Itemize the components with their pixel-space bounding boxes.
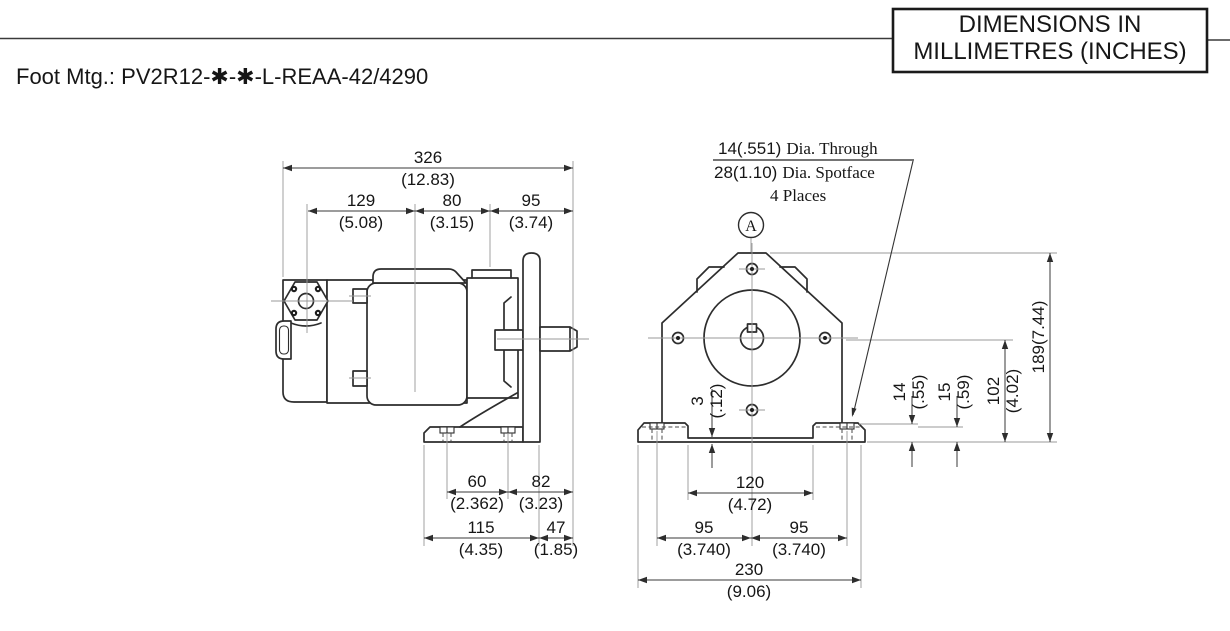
- side-view-dimension-lines: [283, 164, 573, 542]
- front-view-body: [637, 252, 866, 443]
- dim-189-label: 189(7.44): [1029, 301, 1048, 374]
- header: DIMENSIONS IN MILLIMETRES (INCHES) Foot …: [0, 7, 1230, 89]
- front-view-dimension-text: 120 (4.72) 95 (3.740) 95 (3.740) 230 (9.…: [677, 301, 1048, 601]
- dim-82-mm: 82: [532, 472, 551, 491]
- dim-95-mm: 95: [522, 191, 541, 210]
- dim-80-in: (3.15): [430, 213, 474, 232]
- dim-80-mm: 80: [443, 191, 462, 210]
- dim-95L-in: (3.740): [677, 540, 731, 559]
- dim-120-in: (4.72): [728, 495, 772, 514]
- dim-95R-mm: 95: [790, 518, 809, 537]
- side-view-dimension-text: 326 (12.83) 129 (5.08) 80 (3.15) 95 (3.7…: [339, 148, 578, 559]
- dim-120-mm: 120: [736, 473, 764, 492]
- dim-115-in: (4.35): [459, 540, 503, 559]
- note-line2: 28(1.10)Dia. Spotface: [714, 163, 875, 182]
- dim-60-mm: 60: [468, 472, 487, 491]
- dim-60-in: (2.362): [450, 494, 504, 513]
- dim-14-mm: 14: [890, 383, 909, 402]
- front-view-centerlines: [637, 243, 1057, 588]
- side-view-body: [275, 252, 578, 443]
- dim-102-mm: 102: [984, 377, 1003, 405]
- dim-95-in: (3.74): [509, 213, 553, 232]
- dim-230-in: (9.06): [727, 582, 771, 601]
- dim-15-mm: 15: [935, 383, 954, 402]
- dim-115-mm: 115: [467, 518, 494, 537]
- units-box-line2: MILLIMETRES (INCHES): [913, 38, 1186, 65]
- note-line3: 4 Places: [770, 186, 826, 205]
- dim-95R-in: (3.740): [772, 540, 826, 559]
- dim-326-mm: 326: [414, 148, 442, 167]
- view-label-circle: [737, 211, 765, 239]
- dim-14-in: (.55): [909, 375, 928, 410]
- dim-129-in: (5.08): [339, 213, 383, 232]
- units-box-line1: DIMENSIONS IN: [959, 11, 1142, 38]
- side-view-centerlines: [271, 161, 589, 546]
- dim-326-in: (12.83): [401, 170, 455, 189]
- dim-82-in: (3.23): [519, 494, 563, 513]
- dim-102-in: (4.02): [1003, 369, 1022, 413]
- page-title: Foot Mtg.: PV2R12-✱-✱-L-REAA-42/4290: [16, 64, 428, 89]
- units-box: [891, 7, 1209, 74]
- spotface-note: 14(.551)Dia. Through 28(1.10)Dia. Spotfa…: [713, 139, 914, 417]
- front-view: 120 (4.72) 95 (3.740) 95 (3.740) 230 (9.…: [637, 139, 1057, 601]
- note-line1: 14(.551)Dia. Through: [718, 139, 878, 158]
- side-view: 326 (12.83) 129 (5.08) 80 (3.15) 95 (3.7…: [271, 148, 589, 559]
- front-view-dimension-lines: [638, 253, 1054, 584]
- dim-129-mm: 129: [347, 191, 375, 210]
- dim-47-in: (1.85): [534, 540, 578, 559]
- dim-15-in: (.59): [954, 375, 973, 410]
- view-label: A: [737, 211, 765, 252]
- dim-3-in: (.12): [707, 384, 726, 419]
- view-label-letter: A: [745, 218, 757, 235]
- dim-230-mm: 230: [735, 560, 763, 579]
- dim-3-mm: 3: [688, 396, 707, 405]
- dim-47-mm: 47: [547, 518, 566, 537]
- dim-95L-mm: 95: [695, 518, 714, 537]
